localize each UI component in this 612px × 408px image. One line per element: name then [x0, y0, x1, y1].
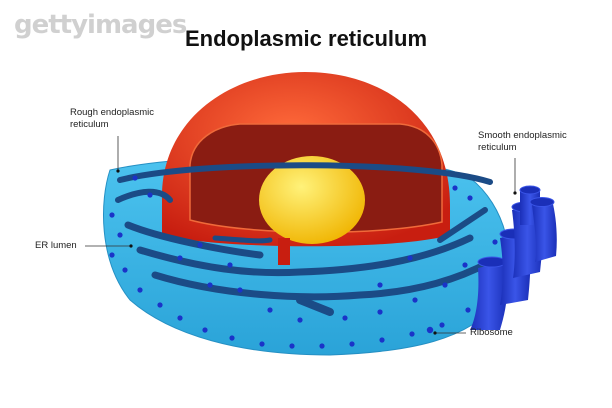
- leader-lines: [85, 136, 516, 334]
- er-lumen-cisternae: [115, 162, 494, 316]
- label-rough-er: Rough endoplasmic reticulum: [70, 107, 154, 131]
- label-rough-er-line1: Rough endoplasmic: [70, 107, 154, 118]
- label-er-lumen: ER lumen: [35, 240, 77, 251]
- label-smooth-er: Smooth endoplasmic reticulum: [478, 130, 567, 154]
- label-smooth-er-line1: Smooth endoplasmic: [478, 130, 567, 141]
- nucleolus: [259, 156, 365, 244]
- smooth-er-tubes: [470, 185, 557, 330]
- label-ribosome: Ribosome: [470, 327, 513, 338]
- diagram-title: Endoplasmic reticulum: [184, 26, 428, 51]
- nuclear-pore-connection: [278, 238, 290, 265]
- label-rough-er-line2: reticulum: [70, 119, 109, 130]
- watermark-logo: gettyimages: [14, 10, 187, 40]
- leader-dots: [116, 169, 517, 335]
- label-smooth-er-line2: reticulum: [478, 142, 517, 153]
